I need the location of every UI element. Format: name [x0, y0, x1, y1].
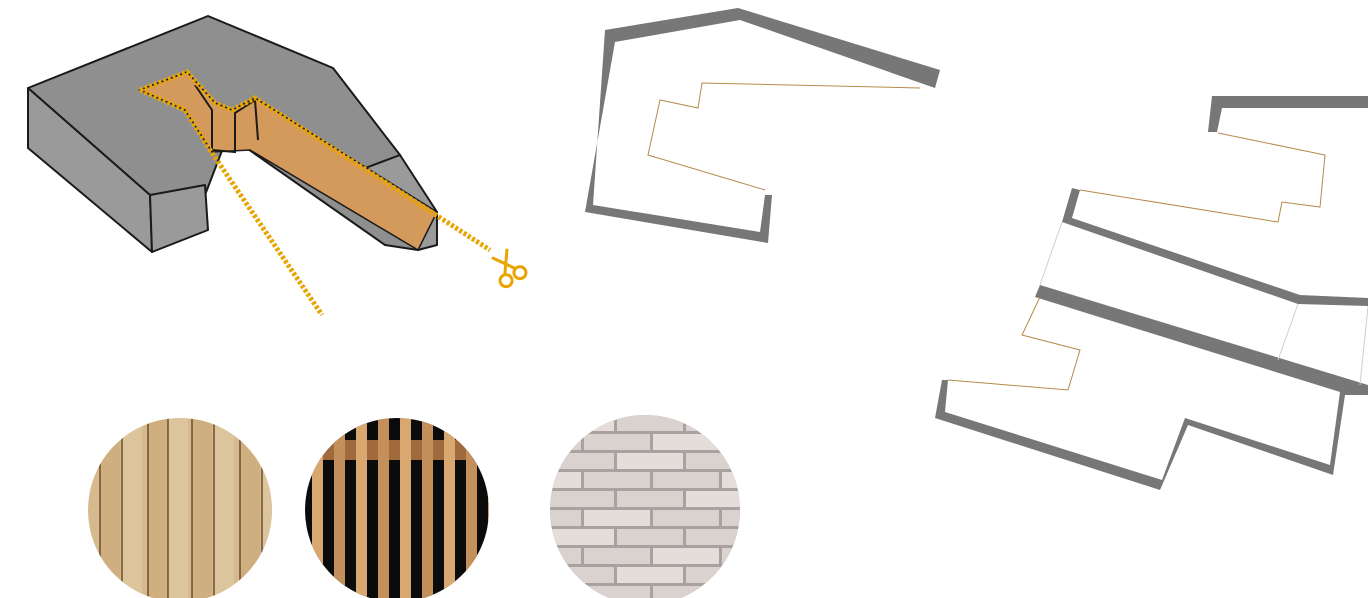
wood-plank [122, 418, 142, 598]
brick [722, 510, 788, 526]
block-side-face [150, 185, 208, 252]
brick [548, 491, 614, 507]
plan-outline-2 [935, 96, 1368, 490]
plan-2-wall-middle [1062, 188, 1368, 306]
material-swatch-timber-slats [305, 418, 499, 598]
timber-slat [466, 418, 477, 598]
brick [515, 472, 581, 488]
timber-slat [378, 418, 389, 598]
wood-plank [148, 418, 168, 598]
wood-plank [168, 418, 188, 598]
plan-1-floor-edge [648, 83, 920, 190]
brick [722, 586, 788, 598]
brick [617, 415, 683, 431]
brick [584, 548, 650, 564]
brick [653, 472, 719, 488]
plan-2-divider-3 [1360, 306, 1368, 385]
timber-slat [488, 418, 499, 598]
timber-slat [400, 418, 411, 598]
brick [617, 491, 683, 507]
brick [515, 510, 581, 526]
plan-2-floor-edge-upper [1080, 133, 1325, 222]
brick [722, 434, 788, 450]
brick [653, 510, 719, 526]
brick [653, 434, 719, 450]
plan-2-divider-1 [1040, 222, 1062, 285]
slats-rail [305, 440, 489, 460]
plan-2-floor-edge-lower [948, 297, 1080, 390]
brick [653, 586, 719, 598]
brick [617, 453, 683, 469]
plan-2-divider-2 [1278, 304, 1298, 360]
plan-outline-1 [585, 8, 940, 243]
brick [584, 434, 650, 450]
scissors-icon [488, 247, 528, 289]
wood-plank [214, 418, 234, 598]
brick [584, 586, 650, 598]
brick [686, 415, 752, 431]
wood-plank [192, 418, 212, 598]
material-swatch-timber-boards [88, 418, 282, 598]
brick [617, 529, 683, 545]
brick [617, 567, 683, 583]
timber-slat [312, 418, 323, 598]
brick [584, 510, 650, 526]
brick [584, 472, 650, 488]
brick [548, 415, 614, 431]
massing-block-3d [28, 16, 528, 315]
brick [722, 472, 788, 488]
plan-1-wall [585, 8, 940, 243]
brick [548, 453, 614, 469]
brick [515, 434, 581, 450]
brick [548, 567, 614, 583]
brick [686, 529, 752, 545]
plan-2-wall-lower [935, 285, 1368, 490]
brick [515, 586, 581, 598]
brick [686, 453, 752, 469]
brick [686, 567, 752, 583]
brick [686, 491, 752, 507]
plan-2-wall-top [1208, 96, 1368, 132]
wood-plank [240, 418, 260, 598]
brick [515, 548, 581, 564]
timber-slat [422, 418, 433, 598]
brick [653, 548, 719, 564]
wood-plank [100, 418, 120, 598]
brick [722, 548, 788, 564]
timber-slat [334, 418, 345, 598]
brick [548, 529, 614, 545]
material-swatch-light-brick [515, 413, 788, 598]
timber-slat [444, 418, 455, 598]
timber-slat [356, 418, 367, 598]
wood-plank [262, 418, 282, 598]
